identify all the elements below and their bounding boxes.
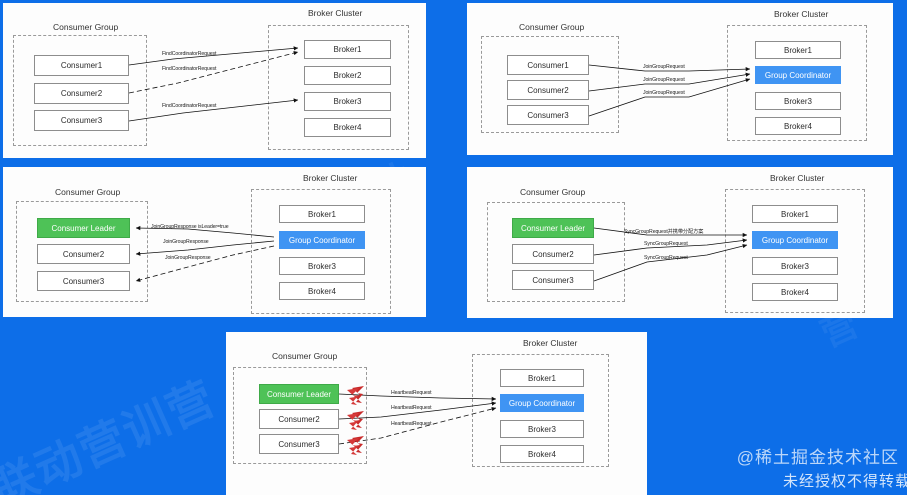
panel5-consumer-group-title: Consumer Group [272,351,338,361]
panel4-edge-label-3: SyncGroupRequest [644,255,688,261]
panel1-broker-4[interactable]: Broker4 [304,118,391,137]
panel2-group-coordinator[interactable]: Group Coordinator [755,66,841,84]
panel4-consumer-2[interactable]: Consumer2 [512,244,594,264]
panel3-edge-label-3: JoinGroupResponse [165,255,211,261]
panel3-consumer-leader[interactable]: Consumer Leader [37,218,130,238]
panel2-broker-1[interactable]: Broker1 [755,41,841,59]
panel1-edge-label-2: FindCoordinatorRequest [162,66,217,72]
panel4-consumer-group-title: Consumer Group [520,187,586,197]
panel-join-group-response: Consumer Group Broker Cluster Consumer L… [3,167,426,317]
panel4-broker-4[interactable]: Broker4 [752,283,838,301]
panel5-broker-1[interactable]: Broker1 [500,369,584,387]
panel2-consumer-1[interactable]: Consumer1 [507,55,589,75]
panel5-broker-cluster-title: Broker Cluster [523,338,578,348]
panel4-broker-1[interactable]: Broker1 [752,205,838,223]
panel5-edge-label-1: HeartbeatRequest [391,390,432,396]
panel1-broker-1[interactable]: Broker1 [304,40,391,59]
panel3-consumer-2[interactable]: Consumer2 [37,244,130,264]
panel3-broker-cluster-title: Broker Cluster [303,173,358,183]
panel1-consumer-group-title: Consumer Group [53,22,119,32]
panel5-consumer-3[interactable]: Consumer3 [259,434,339,454]
panel4-group-coordinator[interactable]: Group Coordinator [752,231,838,249]
panel1-consumer-3[interactable]: Consumer3 [34,110,129,131]
panel4-broker-3[interactable]: Broker3 [752,257,838,275]
panel5-edge-label-3: HeartbeatRequest [391,421,432,427]
panel5-broker-3[interactable]: Broker3 [500,420,584,438]
panel3-broker-1[interactable]: Broker1 [279,205,365,223]
panel3-consumer-group-title: Consumer Group [55,187,121,197]
panel4-consumer-3[interactable]: Consumer3 [512,270,594,290]
panel2-consumer-group-title: Consumer Group [519,22,585,32]
panel2-edge-label-3: JoinGroupRequest [643,90,685,96]
panel-heartbeat-request: Consumer Group Broker Cluster Consumer L… [226,332,647,495]
panel-sync-group-request: Consumer Group Broker Cluster Consumer L… [467,167,893,318]
panel5-edge-label-2: HeartbeatRequest [391,405,432,411]
watermark-community-handle: @稀土掘金技术社区 [736,448,899,467]
panel3-edge-label-2: JoinGroupResponse [163,239,209,245]
panel3-broker-3[interactable]: Broker3 [279,257,365,275]
corner-watermark: @稀土掘金技术社区 未经授权不得转载 [736,443,907,491]
panel2-broker-3[interactable]: Broker3 [755,92,841,110]
panel-join-group-request: Consumer Group Broker Cluster Consumer1 … [467,3,893,155]
panel2-broker-cluster-title: Broker Cluster [774,9,829,19]
panel-find-coordinator: Consumer Group Broker Cluster Consumer1 … [3,3,426,158]
panel1-edge-label-3: FindCoordinatorRequest [162,103,217,109]
panel5-group-coordinator[interactable]: Group Coordinator [500,394,584,412]
panel1-edge-label-1: FindCoordinatorRequest [162,51,217,57]
panel5-consumer-leader[interactable]: Consumer Leader [259,384,339,404]
panel4-edge-label-2: SyncGroupRequest [644,241,688,247]
panel2-consumer-2[interactable]: Consumer2 [507,80,589,100]
panel1-broker-3[interactable]: Broker3 [304,92,391,111]
panel1-broker-cluster-title: Broker Cluster [308,8,363,18]
panel2-consumer-3[interactable]: Consumer3 [507,105,589,125]
panel4-broker-cluster-title: Broker Cluster [770,173,825,183]
panel3-consumer-3[interactable]: Consumer3 [37,271,130,291]
panel2-edge-label-1: JoinGroupRequest [643,64,685,70]
background-watermark-1: 联动营训营 [0,371,224,495]
panel1-broker-2[interactable]: Broker2 [304,66,391,85]
watermark-copyright-notice: 未经授权不得转载 [782,473,907,490]
panel1-consumer-1[interactable]: Consumer1 [34,55,129,76]
panel5-consumer-2[interactable]: Consumer2 [259,409,339,429]
panel3-edge-label-1: JoinGroupResponse isLeader=true [151,224,229,230]
panel3-broker-4[interactable]: Broker4 [279,282,365,300]
panel3-group-coordinator[interactable]: Group Coordinator [279,231,365,249]
panel2-edge-label-2: JoinGroupRequest [643,77,685,83]
panel2-broker-4[interactable]: Broker4 [755,117,841,135]
panel1-consumer-2[interactable]: Consumer2 [34,83,129,104]
panel4-edge-label-1: SyncGroupRequest并携带分配方案 [624,229,704,235]
panel4-consumer-leader[interactable]: Consumer Leader [512,218,594,238]
panel5-broker-4[interactable]: Broker4 [500,445,584,463]
